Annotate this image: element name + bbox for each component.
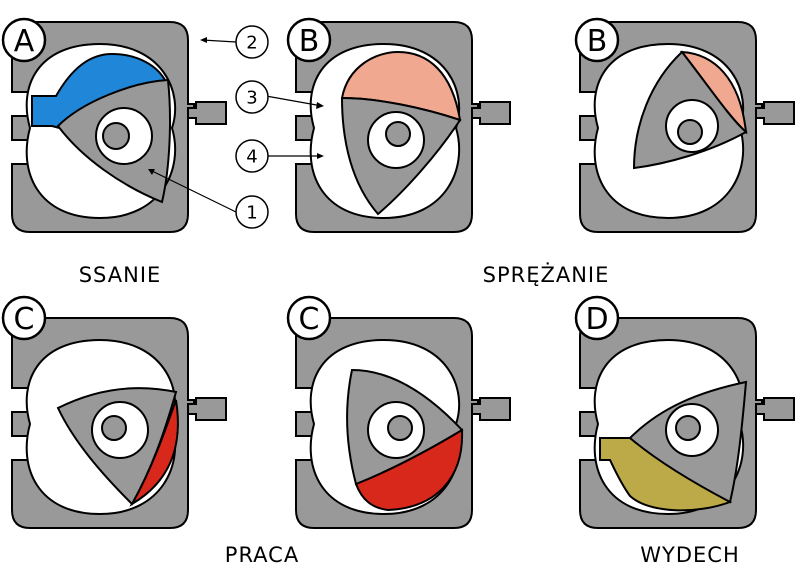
arrow-2	[200, 37, 207, 43]
leader-2	[201, 39, 237, 43]
caption-intake: SSANIE	[79, 263, 162, 287]
arrow-4	[317, 153, 324, 159]
panel-b-compression-start	[295, 21, 511, 233]
callout-4: 4	[235, 139, 269, 173]
callout-4-label: 4	[246, 147, 257, 168]
eccentric-shaft	[387, 415, 413, 441]
eccentric-shaft	[385, 121, 411, 147]
eccentric-shaft	[677, 119, 703, 145]
badge-a-label: A	[14, 24, 35, 59]
panel-a-intake	[11, 21, 227, 233]
badge-b-1-label: B	[299, 24, 320, 59]
eccentric-shaft	[675, 415, 701, 441]
badge-d: D	[574, 295, 620, 341]
panel-c-power-end	[295, 317, 511, 529]
callout-2: 2	[235, 25, 269, 59]
eccentric-shaft	[101, 415, 127, 441]
leader-3	[265, 95, 323, 107]
badge-a: A	[1, 17, 47, 63]
callout-1-label: 1	[246, 203, 257, 224]
leader-1	[149, 169, 237, 213]
caption-exhaust: WYDECH	[640, 543, 740, 567]
callout-2-label: 2	[246, 33, 257, 54]
exhaust-gas	[599, 437, 733, 512]
badge-b-2: B	[574, 17, 620, 63]
badge-c-2: C	[286, 295, 332, 341]
panel-c-power-start	[11, 317, 227, 529]
arrow-1	[148, 169, 155, 175]
badge-c-2-label: C	[299, 302, 320, 337]
callout-3-label: 3	[246, 88, 257, 109]
caption-compression: SPRĘŻANIE	[483, 262, 610, 287]
badge-b-1: B	[286, 17, 332, 63]
caption-power: PRACA	[225, 543, 299, 567]
callout-leaders	[148, 37, 324, 213]
panel-b-compression-end	[579, 21, 795, 233]
eccentric-shaft	[102, 122, 130, 150]
badge-c-1: C	[1, 295, 47, 341]
badge-b-2-label: B	[587, 24, 608, 59]
badge-d-label: D	[585, 302, 608, 337]
arrow-3	[316, 102, 324, 109]
badge-c-1-label: C	[14, 302, 35, 337]
panel-d-exhaust	[579, 317, 795, 529]
callout-3: 3	[235, 80, 269, 114]
callout-1: 1	[235, 195, 269, 229]
